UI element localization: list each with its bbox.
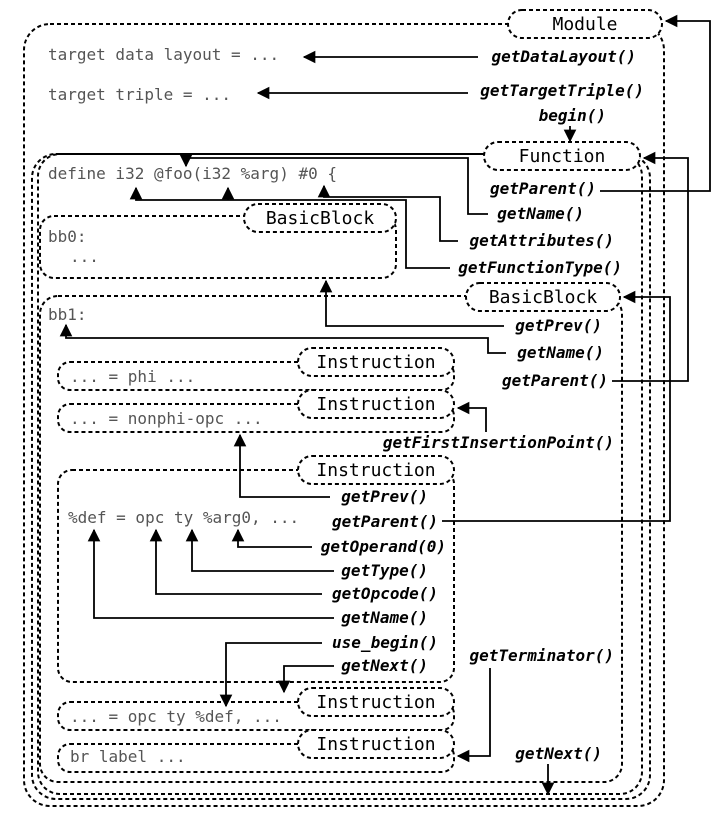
code-bb0-body: ...: [70, 247, 99, 266]
module-box-inner-1: [31, 153, 651, 800]
code-datalayout: target data layout = ...: [48, 45, 279, 64]
basicblock1-label: BasicBlock: [489, 287, 598, 308]
arrow-bb-getprev: [319, 279, 504, 327]
arrow-bb-getname: [59, 323, 506, 354]
instruction-nonphi-pill: [297, 389, 455, 419]
method-begin: begin(): [539, 106, 606, 125]
method-inst-getname: getName(): [341, 608, 428, 627]
method-inst-getparent: getParent(): [332, 512, 438, 531]
code-triple: target triple = ...: [48, 85, 231, 104]
basicblock1-box: [39, 295, 623, 783]
basicblock0-pill: [243, 203, 397, 233]
code-nonphi: ... = nonphi-opc ...: [70, 409, 263, 428]
instruction-br-pill: [297, 729, 455, 759]
instruction-use-label: Instruction: [316, 692, 435, 713]
arrow-getfirstinsertionpoint: [456, 401, 487, 432]
code-bb0: bb0:: [48, 227, 87, 246]
method-bb-getnext: getNext(): [515, 744, 602, 763]
method-bb-getname: getName(): [517, 343, 604, 362]
function-pill: [483, 141, 641, 171]
function-label: Function: [519, 146, 606, 167]
module-pill: [507, 9, 663, 39]
method-getoperand: getOperand(0): [321, 537, 446, 556]
arrow-getoperand: [231, 528, 312, 548]
instruction-br-label: Instruction: [316, 734, 435, 755]
arrow-getfunctiontype: [129, 186, 450, 269]
method-getattributes: getAttributes(): [470, 231, 615, 250]
method-bb-getprev: getPrev(): [515, 316, 602, 335]
basicblock1-pill: [465, 282, 621, 312]
arrow-inst-getparent: [442, 290, 671, 522]
method-function-getname: getName(): [497, 204, 584, 223]
instruction-def-label: Instruction: [316, 460, 435, 481]
instruction-use-pill: [297, 687, 455, 717]
module-label: Module: [552, 14, 617, 35]
arrow-inst-getprev: [233, 433, 330, 498]
function-box: [37, 153, 643, 795]
module-box: [23, 23, 665, 807]
arrow-use-begin: [219, 642, 322, 708]
arrow-getterminator: [456, 668, 491, 763]
method-gettargettriple: getTargetTriple(): [480, 81, 644, 100]
arrow-getattributes: [317, 184, 458, 242]
method-inst-getprev: getPrev(): [341, 487, 428, 506]
arrow-inst-getnext: [277, 665, 334, 694]
instruction-def-pill: [297, 455, 455, 485]
code-def: %def = opc ty %arg0, ...: [68, 508, 299, 527]
basicblock0-label: BasicBlock: [266, 208, 375, 229]
instruction-def-box: [57, 469, 455, 683]
code-bb1: bb1:: [48, 305, 87, 324]
arrow-function-getname: [179, 154, 488, 215]
instruction-phi-pill: [297, 347, 455, 377]
instruction-nonphi-label: Instruction: [316, 394, 435, 415]
method-use-begin: use_begin(): [332, 633, 438, 652]
code-phi: ... = phi ...: [70, 367, 195, 386]
instruction-br-box: [57, 743, 455, 773]
arrow-bb-getparent: [612, 151, 689, 382]
method-function-getparent: getParent(): [490, 179, 596, 198]
arrow-function-getparent: [600, 14, 711, 192]
arrow-inst-getname: [87, 528, 334, 619]
arrow-getopcode: [149, 528, 322, 595]
method-getterminator: getTerminator(): [470, 646, 615, 665]
method-inst-getnext: getNext(): [341, 656, 428, 675]
code-br: br label ...: [70, 747, 186, 766]
method-gettype: getType(): [341, 561, 428, 580]
method-getfunctiontype: getFunctionType(): [458, 258, 622, 277]
method-getfirstinsertionpoint: getFirstInsertionPoint(): [383, 433, 614, 452]
method-getdatalayout: getDataLayout(): [492, 47, 637, 66]
code-use: ... = opc ty %def, ...: [70, 707, 282, 726]
method-bb-getparent: getParent(): [502, 371, 608, 390]
instruction-use-box: [57, 701, 455, 731]
arrow-gettype: [185, 528, 334, 572]
instruction-phi-box: [57, 361, 455, 391]
basicblock0-box: [39, 215, 397, 279]
instruction-phi-label: Instruction: [316, 352, 435, 373]
instruction-nonphi-box: [57, 403, 455, 433]
method-getopcode: getOpcode(): [332, 584, 438, 603]
code-define: define i32 @foo(i32 %arg) #0 {: [48, 164, 337, 183]
